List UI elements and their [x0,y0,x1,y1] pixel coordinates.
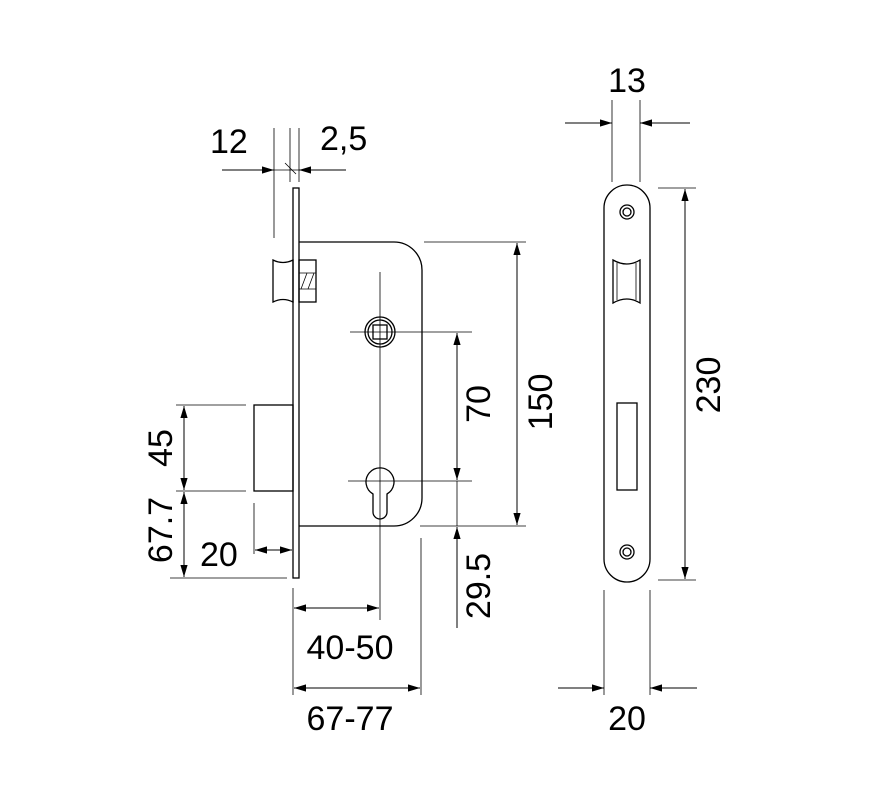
dim-label: 230 [690,357,728,414]
screw-hole-icon [619,544,635,560]
front-view [603,184,651,583]
centerlines [348,272,472,620]
bolt-slot [616,402,638,491]
dim-label: 150 [522,374,560,431]
dim-label: 12 [210,123,248,161]
dim-label: 67.7 [142,497,180,563]
dim-12-2-5: 12 2,5 [210,120,367,238]
faceplate [603,184,651,583]
latch [272,258,317,304]
dim-13: 13 [565,62,690,182]
dim-20-throw: 20 [200,503,292,574]
dim-label: 20 [608,700,646,738]
dim-29-5: 29.5 [453,481,498,628]
dim-label: 45 [142,429,180,467]
dim-67-77: 67-77 [294,538,422,738]
latch-slot [612,258,641,305]
dim-label: 67-77 [307,700,394,738]
side-view [253,187,472,620]
dim-70: 70 [453,333,498,480]
dim-150: 150 [420,241,560,527]
dim-label: 13 [608,62,646,100]
dim-label: 20 [200,536,238,574]
dim-230: 230 [658,187,728,581]
forend-plate [292,187,300,579]
deadbolt [253,404,294,492]
dim-label: 40-50 [307,629,394,667]
dim-label: 70 [460,385,498,423]
lock-body [299,241,423,527]
dim-20-front: 20 [558,590,697,738]
dim-40-50: 40-50 [292,588,394,695]
dim-label: 2,5 [320,120,367,158]
dim-45-67-7: 45 67.7 [142,404,287,579]
dim-label: 29.5 [460,553,498,619]
screw-hole-icon [619,204,635,220]
